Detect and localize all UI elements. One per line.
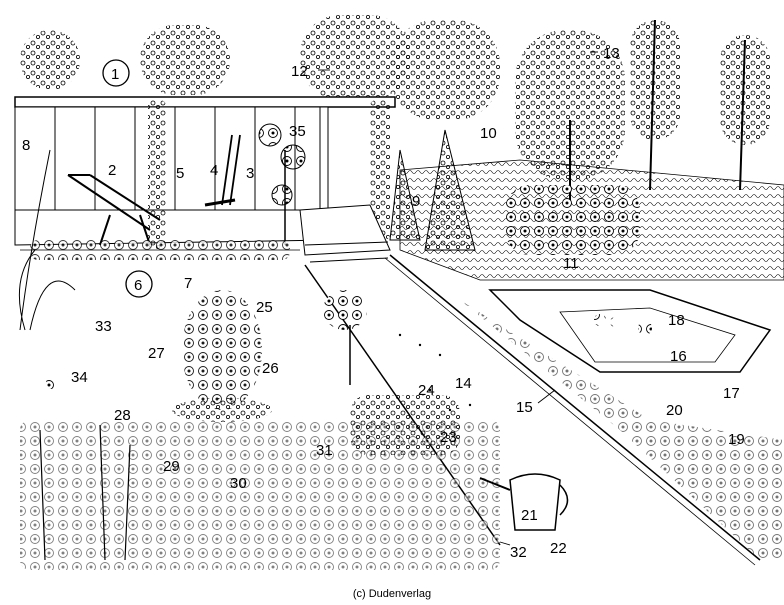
hedge: [399, 159, 784, 281]
label-27: 27: [148, 345, 165, 362]
label-25: 25: [256, 299, 273, 316]
label-29: 29: [163, 458, 180, 475]
label-7: 7: [184, 275, 192, 292]
copyright-credit: (c) Dudenverlag: [352, 588, 432, 600]
label-5: 5: [176, 165, 184, 182]
label-23: 23: [440, 429, 457, 446]
garden-illustration: 1 2 3 4 5 6 7 8 9 10 11 12 13 14 15 16 1…: [14, 15, 784, 570]
label-9: 9: [412, 193, 420, 210]
label-28: 28: [114, 407, 131, 424]
label-12: 12: [291, 63, 308, 80]
label-16: 16: [670, 348, 687, 365]
label-13: 13: [603, 45, 620, 62]
label-21: 21: [521, 507, 538, 524]
label-3: 3: [246, 165, 254, 182]
label-1: 1: [111, 66, 119, 83]
label-15: 15: [516, 399, 533, 416]
label-17: 17: [723, 385, 740, 402]
label-33: 33: [95, 318, 112, 335]
label-circle-6: [125, 270, 153, 298]
label-10: 10: [480, 125, 497, 142]
label-circle-1: [102, 59, 130, 87]
label-26: 26: [262, 360, 279, 377]
label-11: 11: [563, 255, 579, 272]
lawn-and-beds: [18, 149, 784, 570]
label-35: 35: [289, 123, 306, 140]
conifers: [389, 129, 476, 251]
callout-lines: [318, 51, 598, 546]
label-4: 4: [210, 162, 218, 179]
label-8: 8: [22, 137, 30, 154]
label-31: 31: [316, 442, 333, 459]
label-20: 20: [666, 402, 683, 419]
label-6: 6: [134, 277, 142, 294]
label-14: 14: [455, 375, 472, 392]
label-24: 24: [418, 382, 435, 399]
label-34: 34: [71, 369, 88, 386]
summer-house: [14, 96, 396, 263]
number-labels: 1 2 3 4 5 6 7 8 9 10 11 12 13 14 15 16 1…: [22, 45, 745, 561]
label-19: 19: [728, 431, 745, 448]
label-22: 22: [550, 540, 567, 557]
label-18: 18: [668, 312, 685, 329]
label-30: 30: [230, 475, 247, 492]
background-trees: [20, 15, 770, 200]
label-2: 2: [108, 162, 116, 179]
label-32: 32: [510, 544, 527, 561]
